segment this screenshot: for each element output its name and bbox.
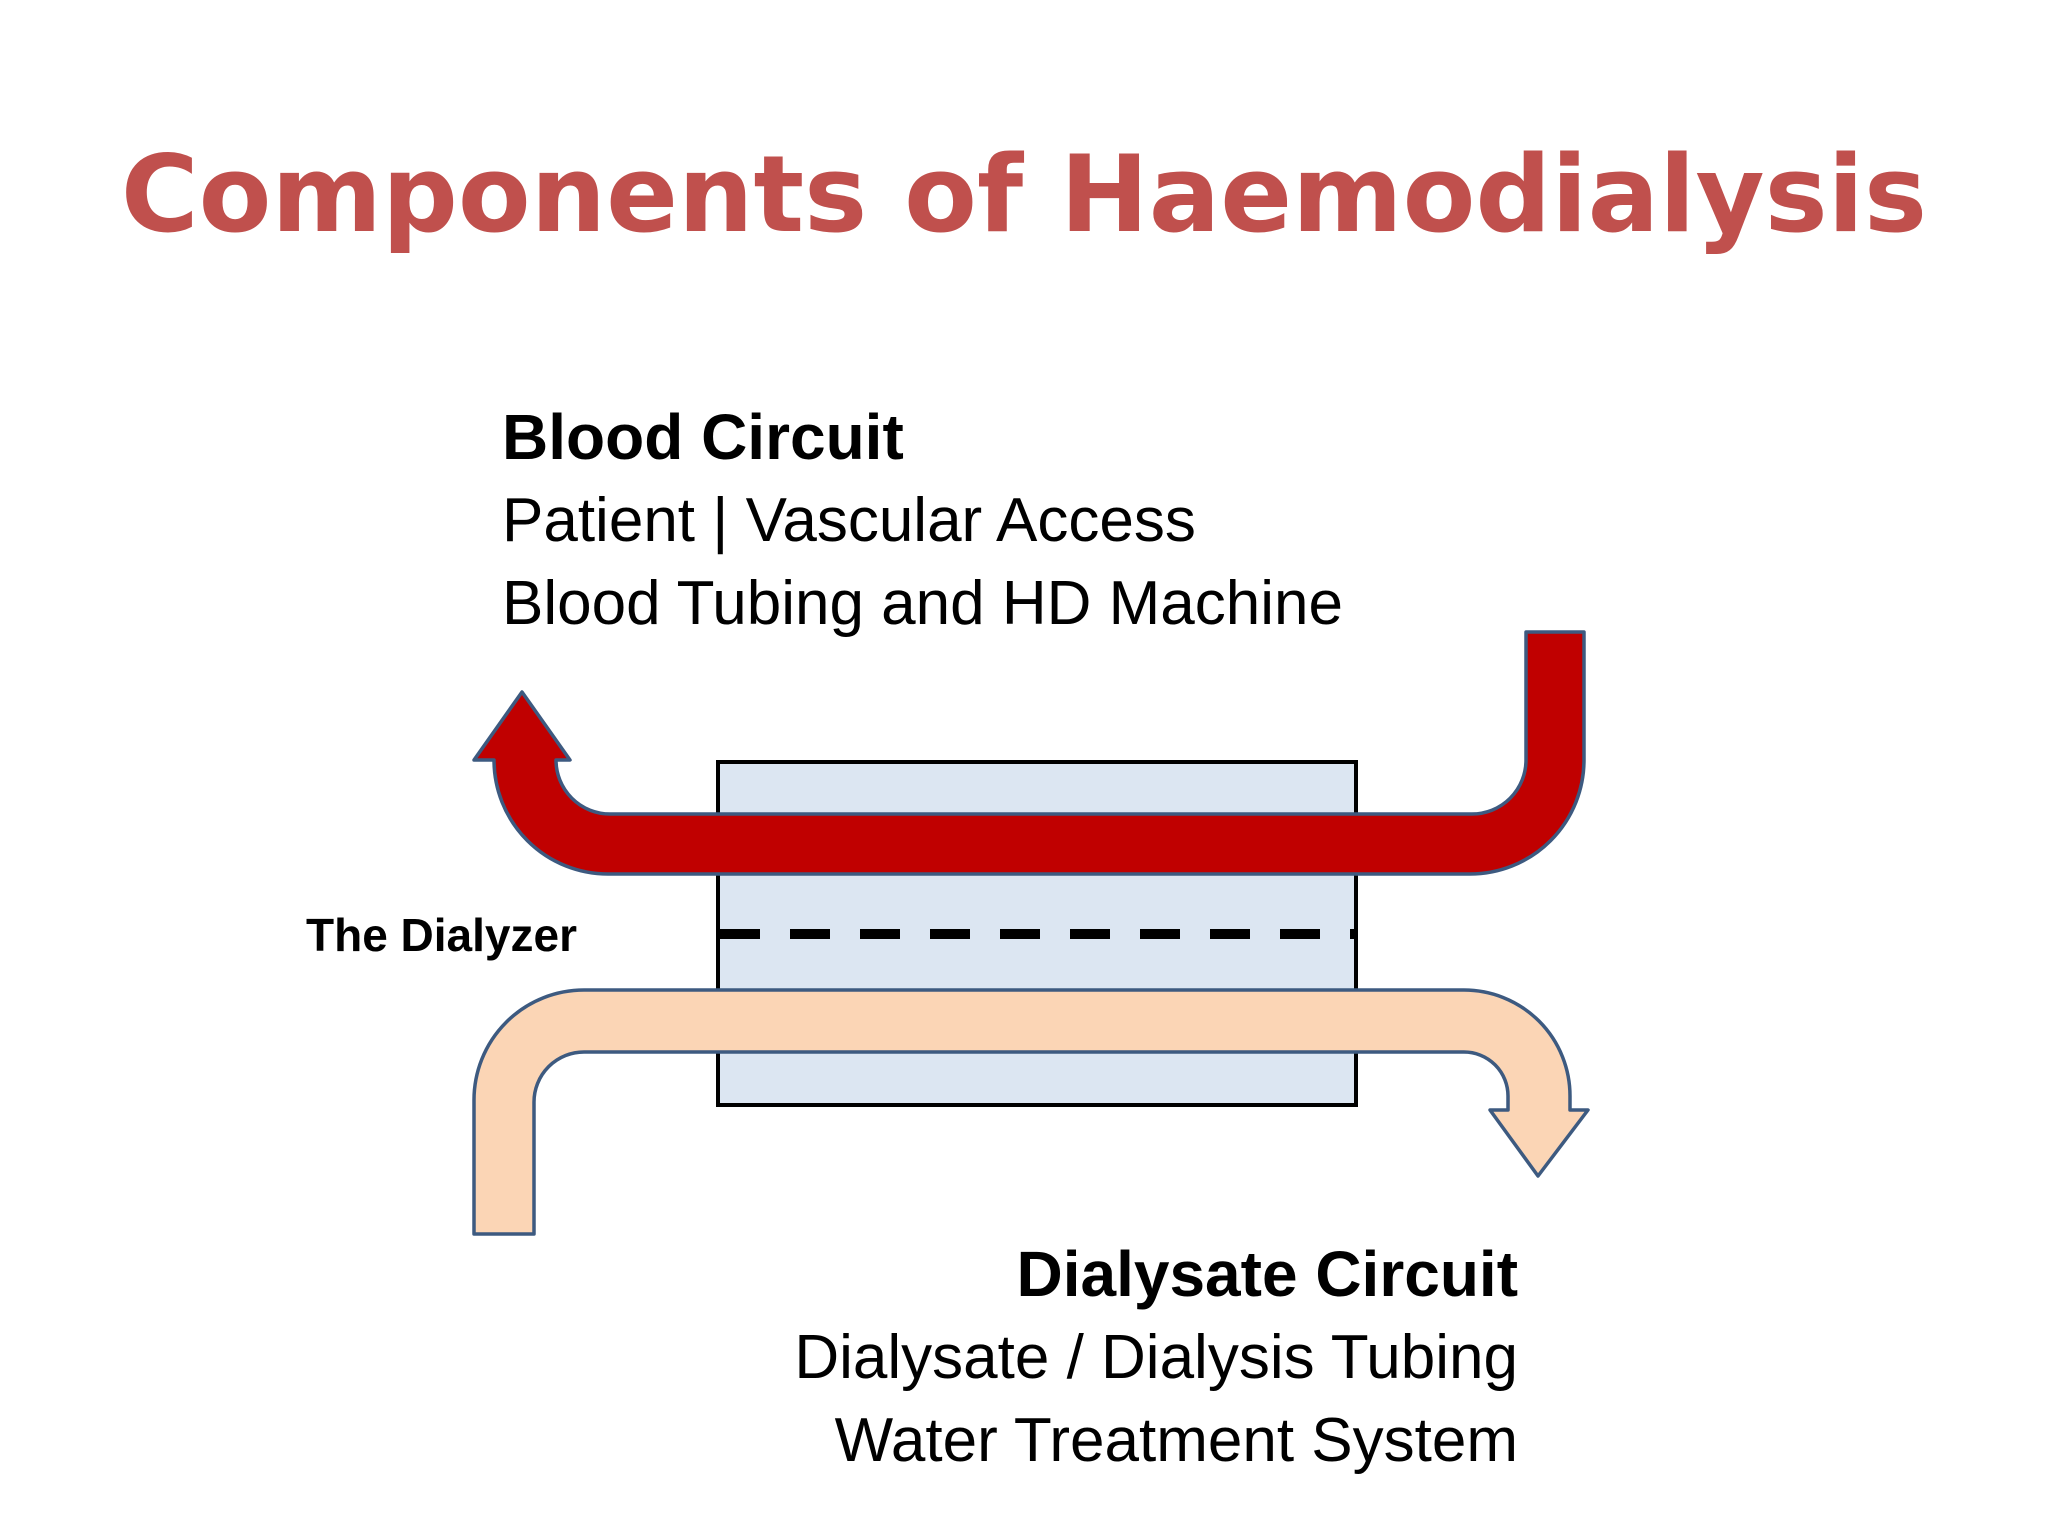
page-title: Components of Haemodialysis bbox=[120, 133, 1928, 256]
blood-circuit-arrow bbox=[472, 630, 1586, 876]
dialysate-circuit-heading: Dialysate Circuit bbox=[1016, 1238, 1518, 1310]
blood-circuit-line-2: Blood Tubing and HD Machine bbox=[502, 569, 1343, 638]
dialyzer-label: The Dialyzer bbox=[306, 909, 577, 961]
dialysate-circuit-text: Dialysate Circuit Dialysate / Dialysis T… bbox=[794, 1233, 1518, 1482]
dialysate-circuit-line-1: Dialysate / Dialysis Tubing bbox=[794, 1323, 1518, 1392]
dialysate-circuit-arrow bbox=[472, 988, 1590, 1236]
blood-circuit-heading: Blood Circuit bbox=[502, 401, 904, 473]
blood-circuit-text: Blood Circuit Patient | Vascular Access … bbox=[502, 396, 1343, 645]
blood-circuit-line-1: Patient | Vascular Access bbox=[502, 486, 1196, 555]
dialysate-circuit-line-2: Water Treatment System bbox=[834, 1406, 1518, 1475]
